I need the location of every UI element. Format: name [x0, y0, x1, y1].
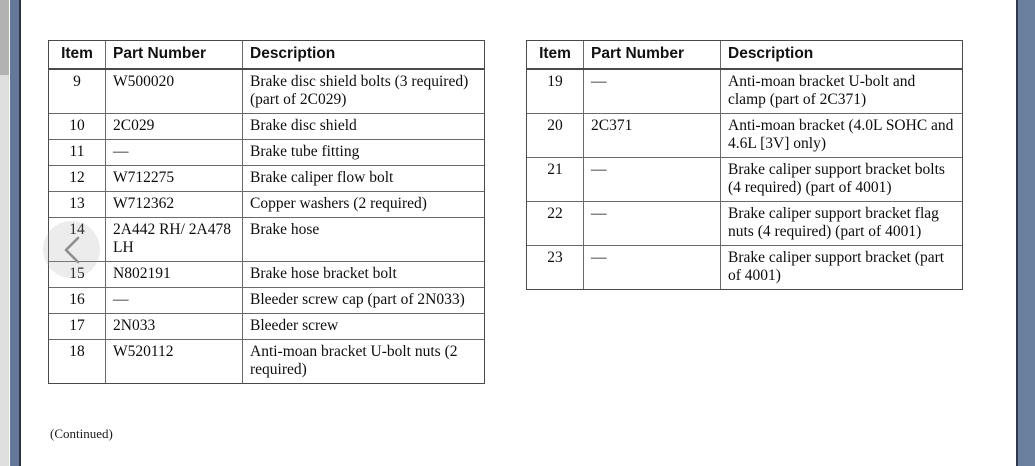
- cell-part-number: —: [105, 286, 243, 314]
- cell-description: Brake caliper support bracket flag nuts …: [720, 200, 963, 246]
- cell-description: Bleeder screw: [242, 312, 485, 340]
- cell-description: Anti-moan bracket (4.0L SOHC and 4.6L [3…: [720, 112, 963, 158]
- parts-table-left: Item Part Number Description 9 W500020 B…: [48, 39, 485, 384]
- right-window-frame: [1016, 0, 1035, 466]
- cell-description: Brake caliper flow bolt: [242, 164, 485, 192]
- cell-description: Brake hose bracket bolt: [242, 260, 485, 288]
- table-row: 20 2C371 Anti-moan bracket (4.0L SOHC an…: [526, 112, 963, 158]
- cell-description: Brake hose: [242, 216, 485, 262]
- cell-part-number: 2C371: [583, 112, 721, 158]
- cell-part-number: 2N033: [105, 312, 243, 340]
- cell-description: Anti-moan bracket U-bolt and clamp (part…: [720, 68, 963, 114]
- cell-item: 11: [48, 138, 106, 166]
- table-row: 10 2C029 Brake disc shield: [48, 112, 485, 140]
- continued-caption: (Continued): [50, 426, 113, 441]
- cell-part-number: W500020: [105, 68, 243, 114]
- cell-description: Brake tube fitting: [242, 138, 485, 166]
- cell-item: 13: [48, 190, 106, 218]
- cell-item: 17: [48, 312, 106, 340]
- cell-item: 20: [526, 112, 584, 158]
- table-row: 11 — Brake tube fitting: [48, 138, 485, 166]
- vertical-scrollbar[interactable]: [0, 0, 9, 466]
- cell-description: Brake caliper support bracket (part of 4…: [720, 244, 963, 290]
- cell-part-number: —: [105, 138, 243, 166]
- table-row: 14 2A442 RH/ 2A478 LH Brake hose: [48, 216, 485, 262]
- table-row: 16 — Bleeder screw cap (part of 2N033): [48, 286, 485, 314]
- table-row: 13 W712362 Copper washers (2 required): [48, 190, 485, 218]
- cell-part-number: N802191: [105, 260, 243, 288]
- table-row: 22 — Brake caliper support bracket flag …: [526, 200, 963, 246]
- cell-part-number: W712362: [105, 190, 243, 218]
- table-row: 15 N802191 Brake hose bracket bolt: [48, 260, 485, 288]
- chevron-left-icon[interactable]: [61, 235, 83, 265]
- cell-item: 19: [526, 68, 584, 114]
- column-header-part-number: Part Number: [583, 39, 721, 70]
- column-header-part-number: Part Number: [105, 39, 243, 70]
- cell-description: Brake disc shield bolts (3 required) (pa…: [242, 68, 485, 114]
- cell-item: 16: [48, 286, 106, 314]
- cell-item: 12: [48, 164, 106, 192]
- table-row: 21 — Brake caliper support bracket bolts…: [526, 156, 963, 202]
- column-header-description: Description: [242, 39, 485, 70]
- cell-item: 21: [526, 156, 584, 202]
- cell-description: Copper washers (2 required): [242, 190, 485, 218]
- cell-part-number: —: [583, 244, 721, 290]
- table-header-row: Item Part Number Description: [48, 39, 485, 70]
- cell-item: 23: [526, 244, 584, 290]
- cell-description: Brake disc shield: [242, 112, 485, 140]
- table-row: 12 W712275 Brake caliper flow bolt: [48, 164, 485, 192]
- cell-part-number: W712275: [105, 164, 243, 192]
- cell-item: 10: [48, 112, 106, 140]
- back-navigation-overlay[interactable]: [43, 221, 100, 278]
- column-header-description: Description: [720, 39, 963, 70]
- cell-part-number: W520112: [105, 338, 243, 384]
- table-row: 19 — Anti-moan bracket U-bolt and clamp …: [526, 68, 963, 114]
- cell-description: Brake caliper support bracket bolts (4 r…: [720, 156, 963, 202]
- table-row: 23 — Brake caliper support bracket (part…: [526, 244, 963, 290]
- cell-item: 9: [48, 68, 106, 114]
- scrollbar-thumb[interactable]: [0, 0, 9, 75]
- cell-description: Bleeder screw cap (part of 2N033): [242, 286, 485, 314]
- cell-part-number: 2C029: [105, 112, 243, 140]
- cell-description: Anti-moan bracket U-bolt nuts (2 require…: [242, 338, 485, 384]
- cell-part-number: —: [583, 156, 721, 202]
- cell-item: 14: [48, 216, 106, 262]
- cell-item: 22: [526, 200, 584, 246]
- cell-part-number: —: [583, 200, 721, 246]
- cell-part-number: —: [583, 68, 721, 114]
- document-content: Item Part Number Description 9 W500020 B…: [21, 0, 1016, 466]
- column-header-item: Item: [48, 39, 106, 70]
- table-row: 18 W520112 Anti-moan bracket U-bolt nuts…: [48, 338, 485, 384]
- table-row: 17 2N033 Bleeder screw: [48, 312, 485, 340]
- table-row: 9 W500020 Brake disc shield bolts (3 req…: [48, 68, 485, 114]
- cell-part-number: 2A442 RH/ 2A478 LH: [105, 216, 243, 262]
- left-window-frame: [9, 0, 21, 466]
- column-header-item: Item: [526, 39, 584, 70]
- cell-item: 18: [48, 338, 106, 384]
- table-header-row: Item Part Number Description: [526, 39, 963, 70]
- parts-table-right: Item Part Number Description 19 — Anti-m…: [526, 39, 963, 290]
